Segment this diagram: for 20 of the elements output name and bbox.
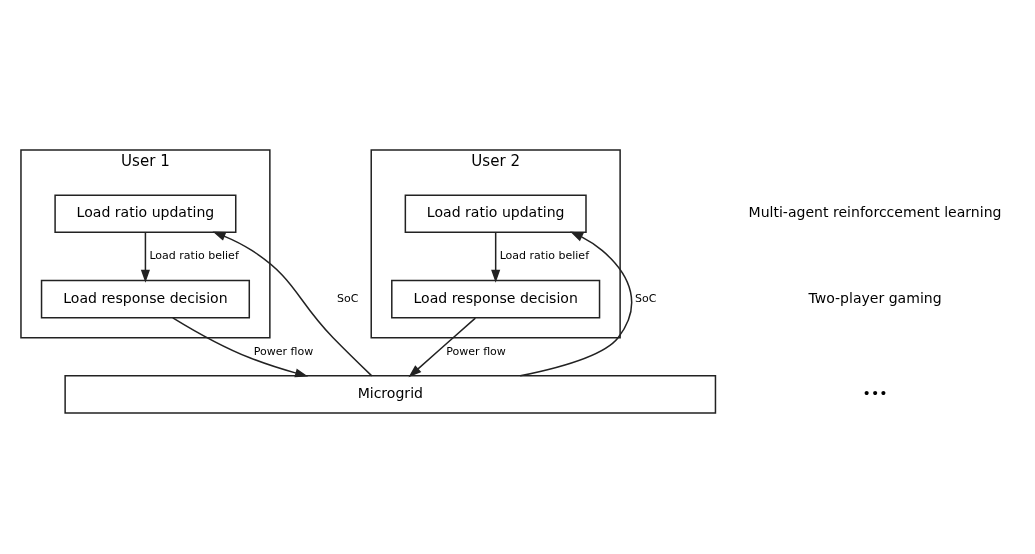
edge-label: Power flow (253, 344, 314, 358)
edge-label: Load ratio belief (149, 248, 239, 262)
edge-label: Load ratio belief (499, 248, 590, 262)
node-box: Load ratio updating (404, 193, 587, 233)
arrow (212, 231, 373, 377)
arrow (519, 230, 633, 377)
node-box: Load response decision (391, 279, 601, 318)
arrow (172, 316, 309, 377)
label: ••• (862, 384, 888, 401)
node-box: Load response decision (40, 279, 251, 318)
label: Multi-agent reinforccement learning (748, 203, 1002, 220)
edge-label: SoC (336, 291, 359, 305)
node-box: Load ratio updating (54, 193, 237, 233)
arrow (140, 231, 150, 283)
arrow (491, 231, 501, 283)
edge-label: Power flow (446, 344, 506, 358)
label: Two-player gaming (808, 289, 942, 306)
edge-label: SoC (634, 291, 657, 305)
arrow (408, 316, 477, 377)
node-box: Microgrid (64, 374, 717, 414)
